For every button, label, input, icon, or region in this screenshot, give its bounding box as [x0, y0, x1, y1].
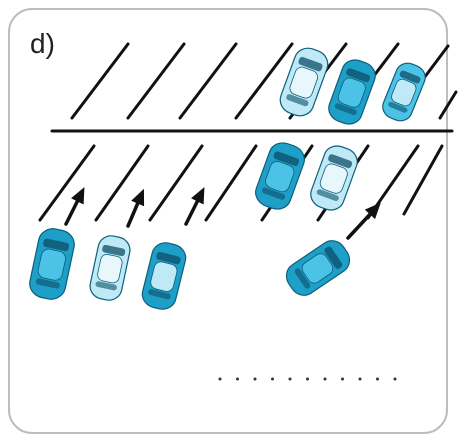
- stall-line-upper: [128, 44, 184, 118]
- dot: [306, 378, 309, 381]
- dot: [394, 378, 397, 381]
- parked-car-upper: [379, 59, 429, 124]
- dot: [324, 378, 327, 381]
- parked-car-upper: [325, 56, 379, 128]
- dot: [236, 378, 239, 381]
- dot: [289, 378, 292, 381]
- stall-line-lower: [96, 146, 148, 220]
- stall-line-lower: [206, 146, 256, 220]
- dot: [254, 378, 257, 381]
- dot: [359, 378, 362, 381]
- entering-car: [88, 233, 133, 302]
- dot: [219, 378, 222, 381]
- stall-line-upper: [180, 44, 236, 118]
- parked-car-lower: [252, 139, 308, 213]
- dot: [376, 378, 379, 381]
- stall-line-lower: [40, 146, 94, 220]
- dot: [341, 378, 344, 381]
- stall-line-upper: [72, 44, 128, 118]
- entering-car: [281, 235, 355, 300]
- parked-car-lower: [307, 142, 361, 214]
- entering-car: [27, 226, 77, 302]
- entering-car: [140, 240, 189, 312]
- stall-line-upper: [440, 92, 456, 118]
- dot: [271, 378, 274, 381]
